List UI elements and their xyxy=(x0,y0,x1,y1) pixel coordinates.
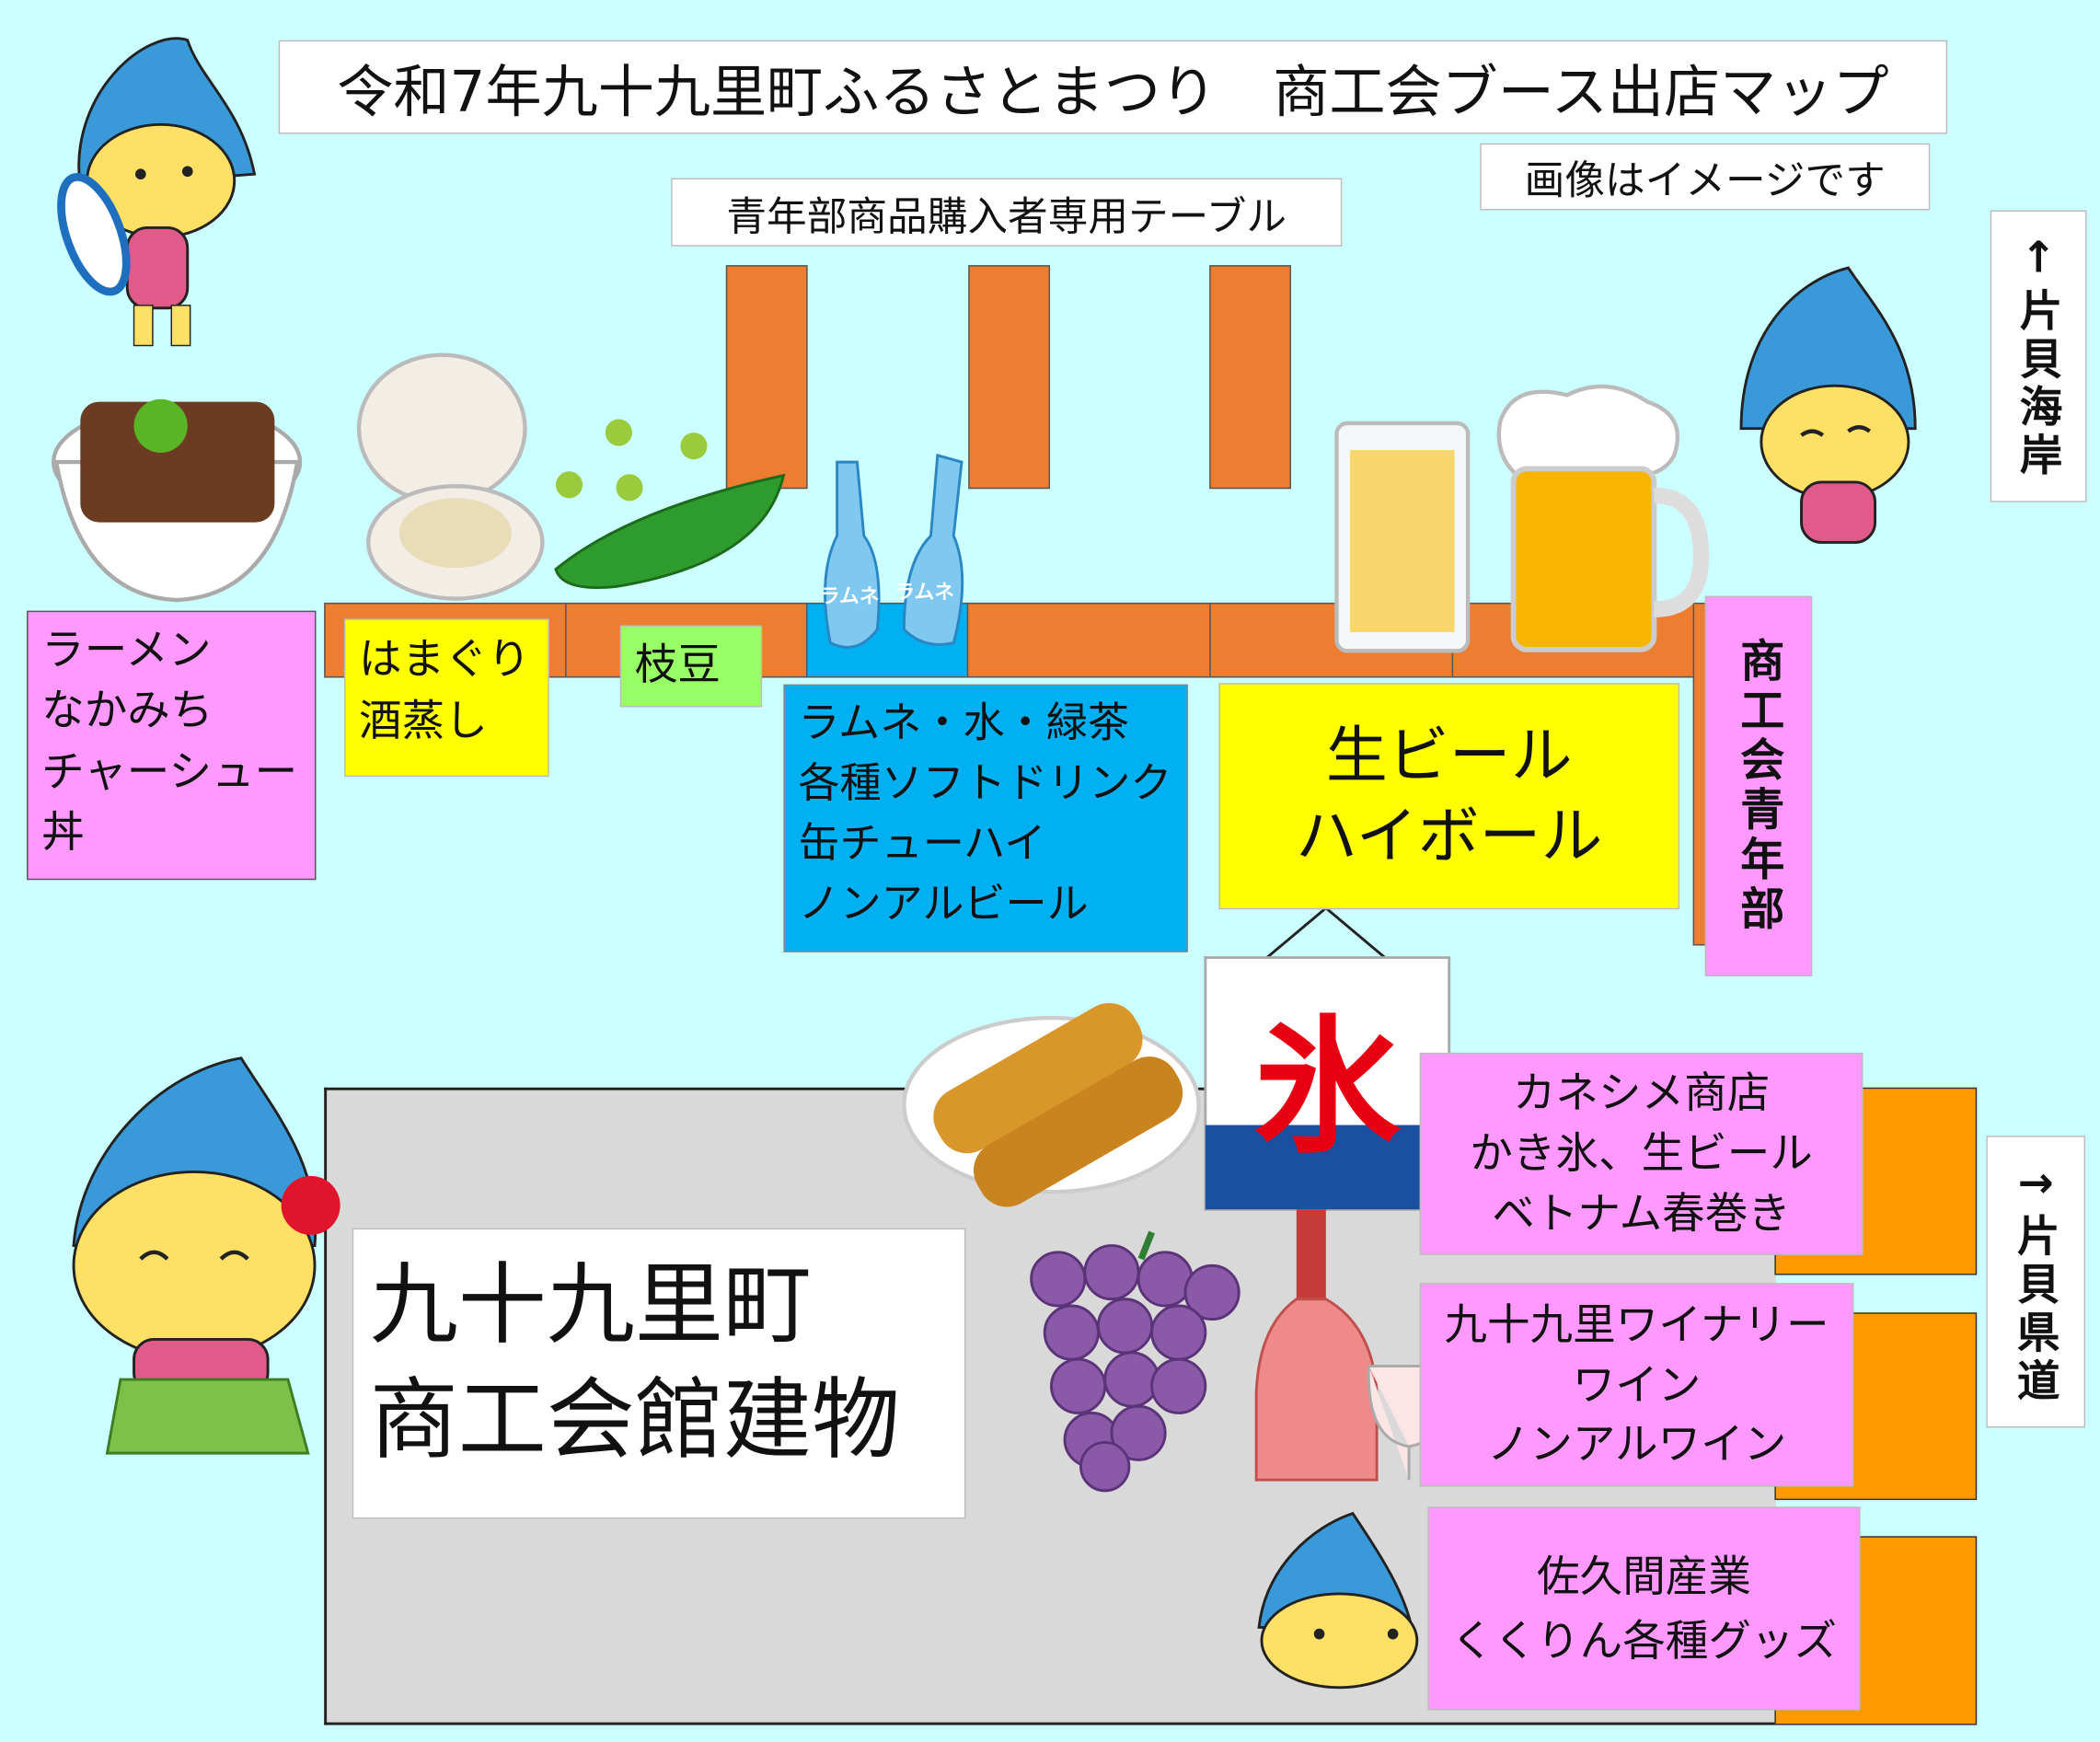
chashu-bowl-icon xyxy=(52,398,303,603)
ice-text: 氷 xyxy=(1253,1001,1402,1173)
booth-beer: 生ビール ハイボール xyxy=(1218,683,1680,910)
kakigori-banner-icon: 氷 xyxy=(1204,906,1451,1211)
mascot-hula-icon xyxy=(72,1056,340,1455)
youth-table-3 xyxy=(1209,265,1292,490)
booth-winery: 九十九里ワイナリー ワイン ノンアルワイン xyxy=(1419,1283,1854,1487)
booth-line: 各種ソフトドリンク xyxy=(798,759,1172,808)
map-title: 令和7年九十九里町ふるさとまつり 商工会ブース出店マップ xyxy=(278,40,1948,134)
booth-kaneshime: カネシメ商店 かき氷、生ビール ベトナム春巻き xyxy=(1419,1052,1863,1255)
booth-hamaguri: はまぐり 酒蒸し xyxy=(344,618,549,778)
building-line: 商工会館建物 xyxy=(369,1368,901,1472)
booth-line: ラムネ・水・緑茶 xyxy=(798,698,1130,748)
mascot-sitting-icon xyxy=(1739,266,1917,544)
building-label: 九十九里町 商工会館建物 xyxy=(352,1228,966,1519)
booth-line: くくりん各種グッズ xyxy=(1450,1615,1838,1667)
booth-line: ノンアルワイン xyxy=(1486,1418,1787,1471)
ramune-bottles-icon: ラムネ ラムネ xyxy=(820,453,964,649)
wine-bottle-icon xyxy=(1254,1209,1451,1482)
booth-line: 丼 xyxy=(41,806,85,858)
image-note: 画像はイメージです xyxy=(1480,143,1931,211)
booth-line: ベトナム春巻き xyxy=(1492,1187,1791,1240)
youth-table-1 xyxy=(725,265,808,490)
beer-mug-icon xyxy=(1496,384,1710,652)
booth-youth-division: 商工会青年部 xyxy=(1704,595,1813,976)
youth-table-2 xyxy=(968,265,1051,490)
booth-line: 酒蒸し xyxy=(359,695,488,747)
mascot-surf-icon xyxy=(57,37,257,347)
youth-table-label: 青年部商品購入者専用テーブル xyxy=(671,178,1343,247)
booth-line: ハイボール xyxy=(1296,799,1603,871)
booth-line: かき氷、生ビール xyxy=(1470,1127,1813,1179)
booth-line: 九十九里ワイナリー xyxy=(1444,1298,1829,1350)
booth-line: 生ビール xyxy=(1325,719,1573,791)
table-cell xyxy=(966,602,1211,678)
highball-glass-icon xyxy=(1334,421,1471,653)
booth-line: はまぐり xyxy=(359,633,531,685)
booth-line: チャーシュー xyxy=(41,745,298,797)
booth-edamame: 枝豆 xyxy=(619,625,763,708)
grapes-icon xyxy=(1030,1230,1240,1493)
edamame-icon xyxy=(554,419,786,589)
building-line: 九十九里町 xyxy=(369,1253,812,1357)
booth-line: ワイン xyxy=(1572,1358,1702,1410)
booth-line: なかみち xyxy=(41,685,213,736)
booth-line: ラーメン xyxy=(41,624,212,675)
booth-line: ノンアルビール xyxy=(798,879,1089,929)
direction-road: →片貝県道 xyxy=(1986,1136,2086,1428)
booth-drinks: ラムネ・水・緑茶 各種ソフトドリンク 缶チューハイ ノンアルビール xyxy=(783,684,1188,952)
spring-rolls-icon xyxy=(902,1002,1201,1207)
ramune-text: ラムネ xyxy=(820,585,880,608)
booth-line: 佐久間産業 xyxy=(1537,1551,1751,1602)
clam-icon xyxy=(356,352,545,601)
booth-line: カネシメ商店 xyxy=(1512,1067,1771,1119)
booth-line: 枝豆 xyxy=(634,639,721,690)
booth-sakuma: 佐久間産業 くくりん各種グッズ xyxy=(1427,1506,1861,1711)
booth-line: 缶チューハイ xyxy=(798,819,1046,868)
ramune-text: ラムネ xyxy=(894,582,954,605)
booth-ramen: ラーメン なかみち チャーシュー 丼 xyxy=(27,610,317,881)
mascot-face-icon xyxy=(1257,1511,1419,1690)
direction-beach: ↑片貝海岸 xyxy=(1990,210,2087,502)
